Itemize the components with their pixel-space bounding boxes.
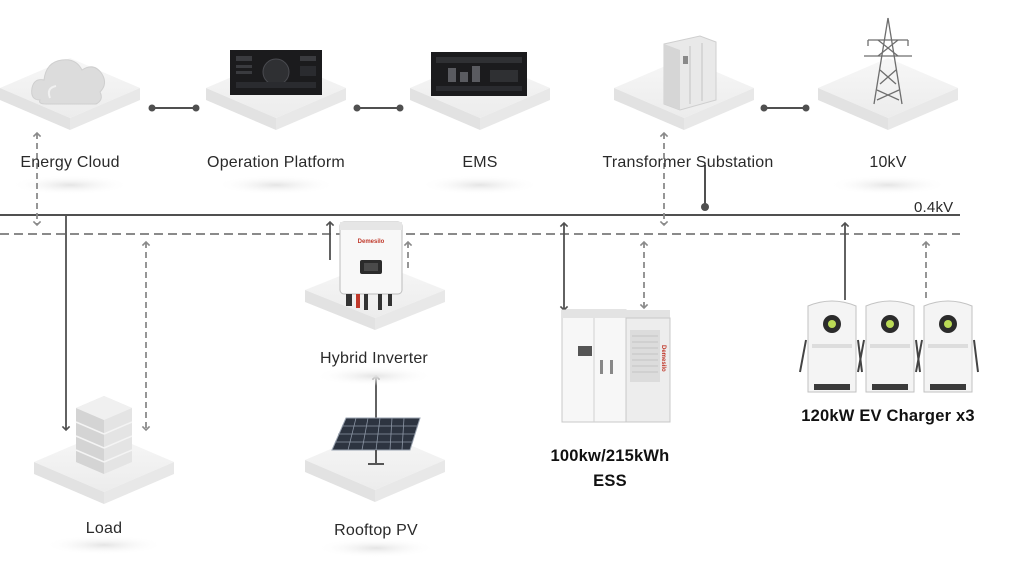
ess-brand-logo: Demesilo	[660, 345, 666, 372]
ev-charger-2	[857, 300, 921, 393]
label-ess-capacity: 100kw/215kWh	[550, 447, 670, 465]
hybrid-inverter-device: Demesilo	[339, 221, 403, 310]
building-load-icon	[75, 396, 133, 474]
label-load: Load	[85, 520, 123, 537]
label-10kv: 10kV	[869, 154, 907, 171]
link-cloud-operation	[148, 104, 200, 112]
label-rooftop-pv: Rooftop PV	[334, 522, 418, 539]
label-energy-cloud: Energy Cloud	[20, 154, 120, 171]
ess-cabinet: Demesilo	[561, 309, 671, 423]
cloud-icon	[31, 59, 106, 105]
transmission-tower-icon	[864, 17, 912, 105]
ev-charger-3	[915, 300, 979, 393]
link-transformer-10kv	[760, 104, 810, 112]
solar-panel-icon	[331, 417, 421, 465]
platform-10kv	[818, 58, 958, 130]
power-link-transformer	[701, 165, 709, 211]
inverter-brand-logo: Demesilo	[358, 239, 385, 245]
monitor-screen-icon	[230, 50, 322, 95]
label-operation-platform: Operation Platform	[207, 154, 345, 171]
label-ev-charger: 120kW EV Charger x3	[801, 407, 975, 425]
label-hybrid-inverter: Hybrid Inverter	[320, 350, 428, 367]
label-ess-name: ESS	[593, 472, 627, 490]
link-operation-ems	[353, 104, 404, 112]
transformer-cabinet-icon	[663, 35, 717, 111]
label-ess: 100kw/215kWh ESS	[551, 444, 670, 494]
label-ems: EMS	[462, 154, 498, 171]
label-bus-voltage: 0.4kV	[914, 199, 954, 216]
label-transformer-substation: Transformer Substation	[602, 154, 774, 171]
ems-screen-icon	[431, 52, 527, 96]
ev-charger-1	[799, 300, 863, 393]
